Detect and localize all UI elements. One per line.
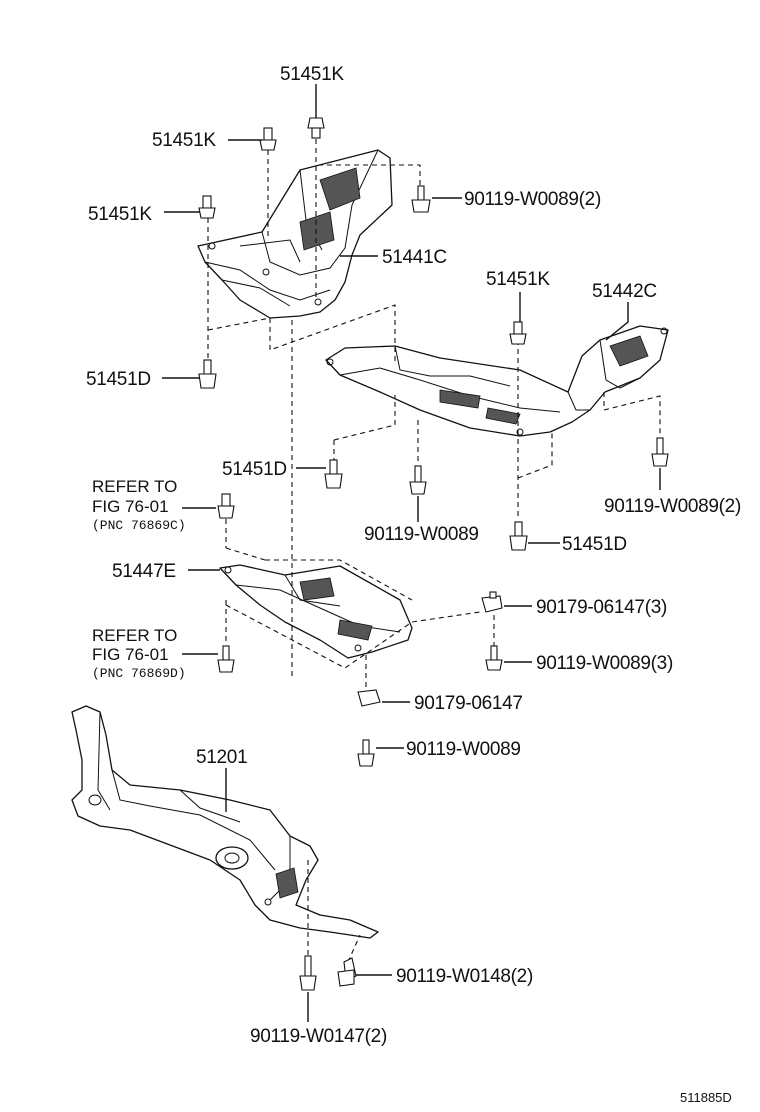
label-90119-W0147-2[interactable]: 90119-W0147(2) bbox=[250, 1026, 387, 1047]
refer-note-2-line1[interactable]: REFER TO bbox=[92, 626, 177, 645]
label-90179-06147-3[interactable]: 90179-06147(3) bbox=[536, 597, 667, 618]
bolt-51451K-left-top[interactable] bbox=[259, 127, 277, 151]
bolt-refer-76869D[interactable] bbox=[217, 645, 235, 673]
bolt-51451D-right[interactable] bbox=[509, 521, 528, 551]
engine-under-cover-rear[interactable] bbox=[325, 325, 669, 437]
bolt-90119-W0089-upper[interactable] bbox=[411, 185, 431, 213]
label-51451K-right[interactable]: 51451K bbox=[486, 269, 551, 290]
label-51442C[interactable]: 51442C bbox=[592, 281, 657, 302]
clip-90179-06147-lower[interactable] bbox=[357, 689, 381, 707]
assembly-lines bbox=[207, 130, 661, 963]
refer-note-1-line2[interactable]: FIG 76-01 bbox=[92, 497, 169, 516]
bolt-90119-W0089-3[interactable] bbox=[485, 645, 503, 671]
bolt-51451D-left[interactable] bbox=[198, 359, 217, 389]
bolt-51451D-middle[interactable] bbox=[324, 459, 343, 489]
bolt-51451K-left[interactable] bbox=[198, 195, 216, 219]
bolt-90119-W0147[interactable] bbox=[299, 955, 317, 991]
label-51451K-left[interactable]: 51451K bbox=[88, 204, 153, 225]
clip-90179-06147-right[interactable] bbox=[481, 591, 503, 613]
bolt-90119-W0089-lower[interactable] bbox=[357, 739, 375, 767]
label-90179-06147[interactable]: 90179-06147 bbox=[414, 693, 523, 714]
bolt-51451K-top[interactable] bbox=[307, 117, 325, 139]
part-labels: 51451K 51451K 90119-W0089(2) 51451K 5144… bbox=[86, 64, 741, 1105]
label-51451D-left[interactable]: 51451D bbox=[86, 369, 151, 390]
engine-under-cover-front[interactable] bbox=[197, 149, 393, 319]
label-51451K-left-top[interactable]: 51451K bbox=[152, 130, 217, 151]
label-90119-W0148-2[interactable]: 90119-W0148(2) bbox=[396, 966, 533, 987]
bolt-90119-W0089-right[interactable] bbox=[651, 437, 669, 467]
label-90119-W0089-3[interactable]: 90119-W0089(3) bbox=[536, 653, 673, 674]
refer-note-1-line3[interactable]: (PNC 76869C) bbox=[92, 518, 186, 533]
label-51451K-top[interactable]: 51451K bbox=[280, 64, 345, 85]
label-90119-W0089-center[interactable]: 90119-W0089 bbox=[364, 524, 479, 545]
label-51451D-right[interactable]: 51451D bbox=[562, 534, 627, 555]
leader-lines bbox=[162, 84, 661, 1022]
label-51441C[interactable]: 51441C bbox=[382, 247, 447, 268]
refer-note-2-line2[interactable]: FIG 76-01 bbox=[92, 645, 169, 664]
refer-note-1-line1[interactable]: REFER TO bbox=[92, 477, 177, 496]
label-51447E[interactable]: 51447E bbox=[112, 561, 176, 582]
engine-under-cover-center[interactable] bbox=[219, 564, 413, 659]
bolt-90119-W0148[interactable] bbox=[337, 957, 357, 987]
label-90119-W0089-2-upper[interactable]: 90119-W0089(2) bbox=[464, 189, 601, 210]
bolt-90119-W0089-center[interactable] bbox=[409, 465, 427, 495]
bolt-refer-76869C[interactable] bbox=[217, 493, 235, 519]
diagram-id: 511885D bbox=[680, 1090, 732, 1105]
front-suspension-crossmember[interactable] bbox=[71, 705, 379, 939]
refer-note-2-line3[interactable]: (PNC 76869D) bbox=[92, 666, 186, 681]
bolt-51451K-right[interactable] bbox=[509, 321, 527, 345]
label-51201[interactable]: 51201 bbox=[196, 747, 248, 768]
label-51451D-middle[interactable]: 51451D bbox=[222, 459, 287, 480]
label-90119-W0089-lower[interactable]: 90119-W0089 bbox=[406, 739, 521, 760]
label-90119-W0089-2-right[interactable]: 90119-W0089(2) bbox=[604, 496, 741, 517]
